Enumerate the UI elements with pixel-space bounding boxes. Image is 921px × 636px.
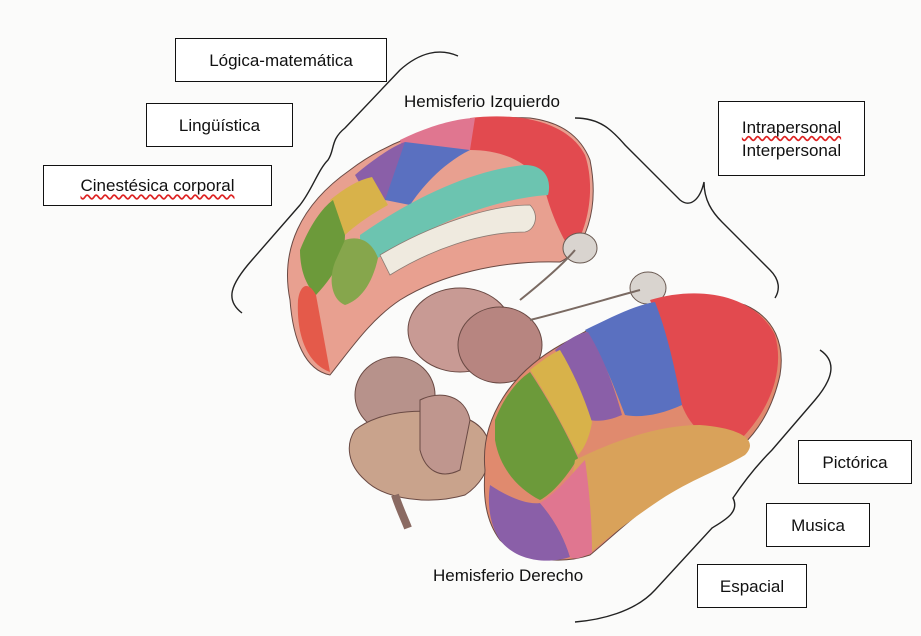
spinal-cord (395, 495, 408, 528)
hemisferio-derecho-label: Hemisferio Derecho (433, 566, 583, 586)
label-espacial: Espacial (697, 564, 807, 608)
hemisferio-izquierdo-label: Hemisferio Izquierdo (404, 92, 560, 112)
label-musica: Musica (766, 503, 870, 547)
label-cinestesica-corporal: Cinestésica corporal (43, 165, 272, 206)
label-interpersonal-text: Interpersonal (742, 139, 841, 162)
label-espacial-text: Espacial (720, 578, 784, 595)
label-pictorica: Pictórica (798, 440, 912, 484)
label-intrapersonal-text: Intrapersonal (742, 116, 841, 139)
label-cinestesica-corporal-text: Cinestésica corporal (80, 177, 234, 194)
label-logica-matematica: Lógica-matemática (175, 38, 387, 82)
label-linguistica-text: Lingüística (179, 117, 260, 134)
label-musica-text: Musica (791, 517, 845, 534)
label-pictorica-text: Pictórica (822, 454, 887, 471)
label-logica-matematica-text: Lógica-matemática (209, 52, 353, 69)
label-intra-interpersonal: Intrapersonal Interpersonal (718, 101, 865, 176)
label-linguistica: Lingüística (146, 103, 293, 147)
